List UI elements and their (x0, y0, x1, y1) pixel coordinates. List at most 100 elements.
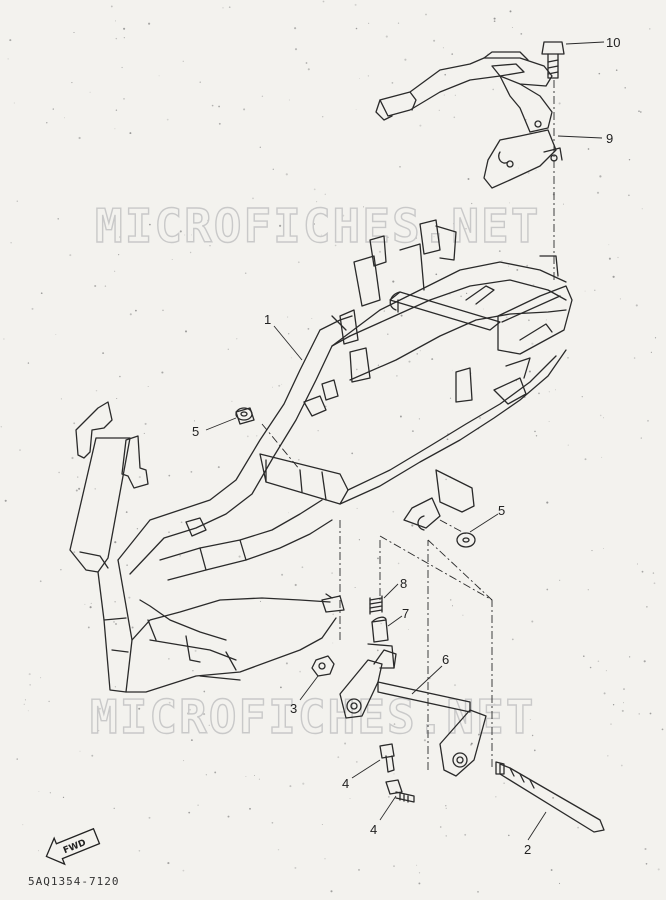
speckle (228, 6, 231, 9)
speckle (302, 782, 305, 785)
speckle (209, 245, 211, 247)
speckle (166, 118, 169, 121)
speckle (28, 673, 31, 676)
speckle (52, 108, 54, 110)
speckle (168, 474, 171, 477)
speckle (416, 353, 418, 355)
speckle (644, 847, 647, 851)
speckle (628, 194, 630, 197)
speckle (135, 309, 137, 312)
speckle (451, 53, 454, 55)
speckle (236, 338, 238, 340)
speckle (532, 284, 535, 286)
speckle (73, 31, 75, 34)
speckle (168, 531, 170, 534)
speckle (493, 17, 496, 20)
speckle (501, 260, 503, 262)
speckle (608, 257, 611, 260)
speckle (197, 699, 199, 701)
speckle (190, 470, 193, 473)
callout-5-left: 5 (192, 424, 199, 439)
speckle (531, 734, 534, 737)
speckle (313, 188, 316, 191)
speckle (77, 476, 79, 478)
speckle (73, 422, 76, 425)
speckle (454, 94, 456, 96)
speckle (116, 397, 118, 400)
speckle (285, 662, 288, 665)
speckle (636, 563, 638, 565)
speckle (320, 234, 322, 236)
speckle (16, 758, 18, 760)
nut-3 (311, 655, 335, 677)
speckle (184, 330, 188, 333)
speckle (633, 357, 636, 359)
speckle (558, 102, 561, 105)
speckle (603, 548, 605, 550)
speckle (184, 234, 186, 236)
speckle (259, 146, 261, 148)
speckle (546, 501, 549, 504)
speckle (40, 677, 42, 679)
speckle (71, 456, 74, 460)
speckle (516, 380, 518, 382)
speckle (647, 419, 649, 422)
speckle (89, 91, 91, 93)
speckle (113, 807, 115, 809)
speckle (22, 824, 24, 826)
speckle (529, 718, 531, 721)
speckle (596, 191, 600, 194)
speckle (411, 430, 414, 433)
speckle (98, 730, 100, 732)
speckle (287, 316, 289, 318)
speckle (599, 414, 602, 417)
speckle (359, 77, 361, 79)
speckle (115, 623, 117, 625)
speckle (258, 778, 260, 780)
speckle (194, 649, 197, 652)
speckle (418, 872, 421, 874)
speckle (294, 583, 297, 587)
speckle (78, 487, 81, 490)
speckle (451, 605, 454, 607)
speckle (465, 292, 468, 295)
speckle (125, 511, 128, 513)
speckle (279, 224, 282, 227)
speckle (13, 102, 15, 104)
pivot-shaft (339, 643, 487, 777)
speckle (531, 342, 534, 345)
speckle (554, 389, 557, 391)
speckle (188, 811, 191, 814)
speckle (46, 122, 48, 124)
speckle (562, 203, 565, 205)
speckle (654, 337, 657, 339)
callout-6: 6 (442, 652, 449, 667)
speckle (179, 230, 182, 233)
speckle (483, 308, 485, 310)
speckle (474, 304, 475, 306)
speckle (281, 383, 283, 385)
speckle (608, 244, 610, 246)
speckle (416, 864, 418, 866)
speckle (623, 688, 625, 691)
speckle (396, 375, 398, 377)
speckle (528, 319, 530, 322)
speckle (357, 868, 361, 871)
speckle (280, 686, 282, 689)
speckle (451, 369, 453, 371)
speckle (418, 418, 421, 420)
speckle (227, 348, 229, 350)
speckle (393, 773, 395, 775)
speckle (517, 167, 519, 169)
speckle (503, 782, 505, 784)
speckle (259, 600, 262, 602)
speckle (509, 10, 512, 13)
speckle (607, 755, 609, 757)
speckle (218, 122, 221, 125)
speckle (321, 115, 324, 118)
speckle (95, 389, 98, 392)
speckle (37, 850, 39, 852)
speckle (331, 572, 333, 574)
